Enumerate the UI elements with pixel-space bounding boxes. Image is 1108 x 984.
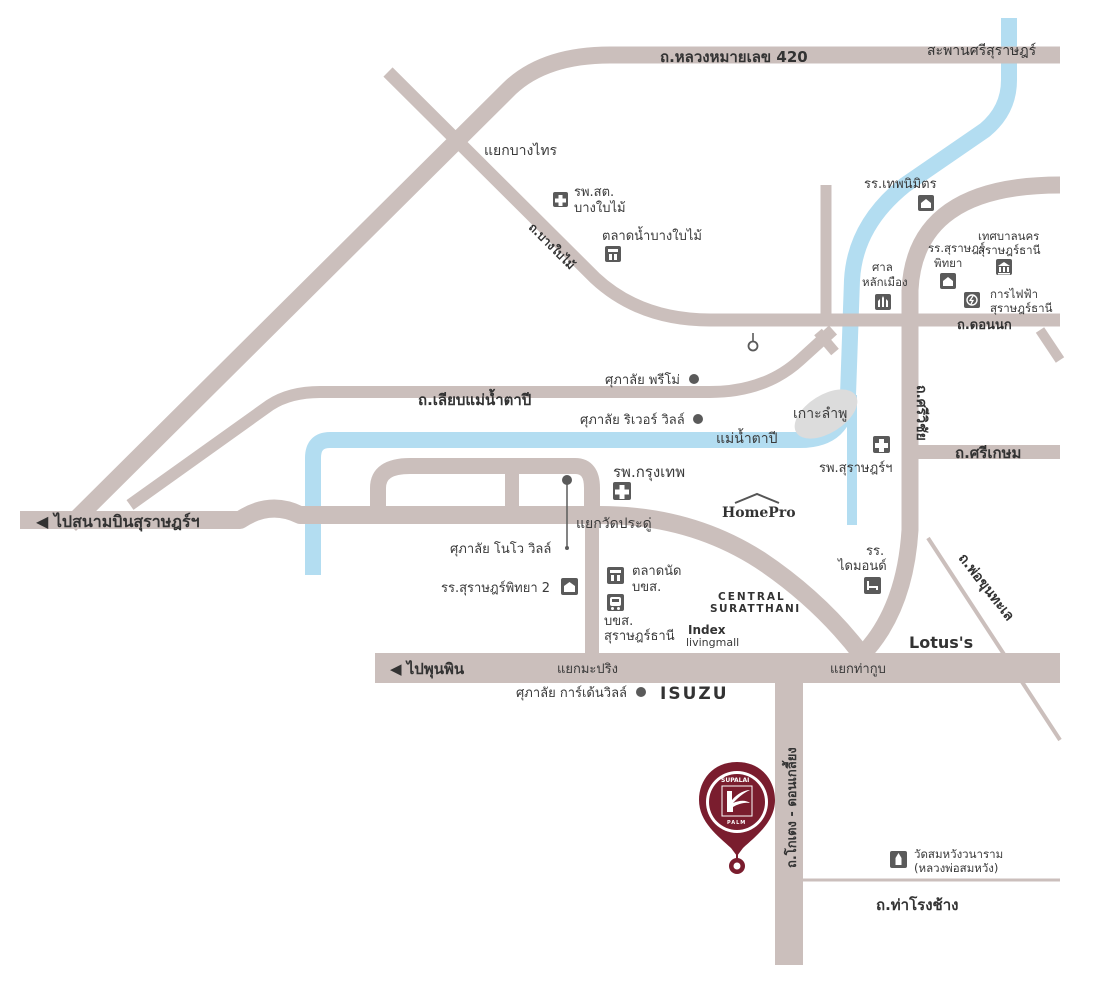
- road-label-luang-420: ถ.หลวงหมายเลข 420: [660, 48, 808, 66]
- road-label-bridge: สะพานศรีสุราษฎร์: [927, 42, 1037, 59]
- brand-central-2: SURATTHANI: [710, 603, 801, 615]
- place-electricity-1: การไฟฟ้า: [990, 287, 1038, 301]
- supalai-location-pin[interactable]: SUPALAI PALM: [699, 762, 775, 874]
- place-market-bks-2: บขส.: [632, 580, 661, 595]
- junction-tha-kup: แยกท่ากูบ: [830, 662, 886, 677]
- place-school-diamond-1: รร.: [866, 544, 884, 559]
- place-school-thep-nimit: รร.เทพนิมิตร: [864, 177, 937, 192]
- brand-isuzu: ISUZU: [660, 684, 729, 704]
- road-label-don-nok: ถ.ดอนนก: [957, 318, 1012, 333]
- brand-supalai: SUPALAI: [721, 777, 749, 784]
- place-hospital-surat: รพ.สุราษฎร์ฯ: [819, 460, 892, 476]
- roads: [20, 46, 1065, 965]
- place-bus-station-1: บขส.: [604, 614, 633, 629]
- electricity-icon: [964, 292, 980, 308]
- market-icon: [605, 246, 621, 262]
- project-dot: [636, 687, 646, 697]
- brand-homepro: HomePro: [722, 505, 796, 521]
- place-market-bang-bai-mai: ตลาดน้ำบางใบไม้: [602, 226, 702, 244]
- government-icon: [996, 259, 1012, 275]
- junction-bang-sai: แยกบางไทร: [484, 142, 558, 159]
- hotel-icon: [864, 577, 881, 594]
- place-hall-river-ville: ศุภาลัย ริเวอร์ วิลล์: [580, 412, 685, 428]
- landmark-icon: [747, 333, 759, 352]
- island-ko-lamphu: [794, 389, 858, 439]
- brand-index-2: livingmall: [686, 636, 739, 649]
- hospital-icon: [613, 482, 631, 500]
- river: [305, 18, 1017, 575]
- hospital-icon: [873, 436, 890, 453]
- place-bus-station-2: สุราษฎร์ธานี: [604, 628, 675, 644]
- island-label: เกาะลำพู: [793, 406, 847, 422]
- project-dot: [565, 546, 569, 550]
- school-icon: [561, 578, 578, 595]
- road-label-kho-teng: ถ.โกเตง - ดอนเกลี้ยง: [781, 747, 800, 868]
- brand-palm: PALM: [727, 820, 746, 826]
- brand-lotus: Lotus's: [909, 633, 973, 652]
- road-label-liap-mae-nam: ถ.เลียบแม่น้ำตาปี: [418, 388, 531, 409]
- junction-wat-pradu: แยกวัดประดู่: [576, 516, 652, 532]
- shrine-icon: [875, 294, 891, 310]
- homepro-logo: HomePro: [722, 492, 796, 521]
- place-city-pillar-2: หลักเมือง: [862, 275, 908, 289]
- place-hospital-bangkok: รพ.กรุงเทพ: [613, 463, 685, 482]
- place-school-surat-phitthaya-1: รร.สุราษฎร์: [928, 241, 985, 255]
- brand-index-1: Index: [688, 623, 726, 637]
- bus-icon: [607, 594, 624, 611]
- place-temple-2: (หลวงพ่อสมหวัง): [914, 861, 998, 875]
- school-icon: [940, 273, 956, 289]
- place-municipality-2: สุราษฎร์ธานี: [978, 243, 1041, 257]
- project-dot: [689, 374, 699, 384]
- place-school-surat-phitthaya-2: พิทยา: [934, 256, 962, 270]
- place-market-bks-1: ตลาดนัด: [632, 564, 681, 579]
- place-school-surat-2: รร.สุราษฎร์พิทยา 2: [441, 580, 550, 596]
- place-hospital-bang-bai-mai-2: บางใบไม้: [574, 200, 626, 216]
- place-hall-novo: ศุภาลัย โนโว วิลล์: [450, 541, 551, 557]
- road-label-to-airport: ◀ ไปสนามบินสุราษฎร์ฯ: [36, 512, 200, 532]
- temple-icon: [890, 851, 907, 868]
- brand-central-1: CENTRAL: [718, 591, 786, 603]
- road-label-si-wichai: ถ.ศรีวิชัย: [913, 385, 929, 441]
- road-label-si-kasem: ถ.ศรีเกษม: [955, 444, 1021, 462]
- project-dot: [693, 414, 703, 424]
- place-municipality-1: เทศบาลนคร: [978, 229, 1039, 243]
- road-label-pho-khun-thale: ถ.พ่อขุนทะเล: [955, 551, 1017, 624]
- palm-logo-icon: [721, 785, 753, 817]
- place-hospital-bang-bai-mai-1: รพ.สต.: [574, 185, 614, 200]
- place-city-pillar-1: ศาล: [872, 260, 893, 274]
- project-dot: [562, 475, 572, 485]
- place-hall-garden: ศุภาลัย การ์เด้นวิลล์: [516, 685, 627, 701]
- road-label-tha-rong-chang: ถ.ท่าโรงช้าง: [876, 895, 958, 914]
- junction-ma-prang: แยกมะปริง: [557, 662, 618, 677]
- market-icon: [607, 567, 624, 584]
- place-electricity-2: สุราษฎร์ธานี: [990, 301, 1053, 315]
- place-school-diamond-2: ไดมอนด์: [837, 558, 887, 574]
- hospital-icon: [553, 192, 568, 207]
- place-temple-1: วัดสมหวังวนาราม: [914, 847, 1003, 861]
- place-hall-primo: ศุภาลัย พรีโม่: [605, 372, 680, 388]
- road-label-to-phunphin: ◀ ไปพุนพิน: [390, 659, 465, 679]
- river-label: แม่น้ำตาปี: [716, 428, 778, 447]
- school-icon: [918, 195, 934, 211]
